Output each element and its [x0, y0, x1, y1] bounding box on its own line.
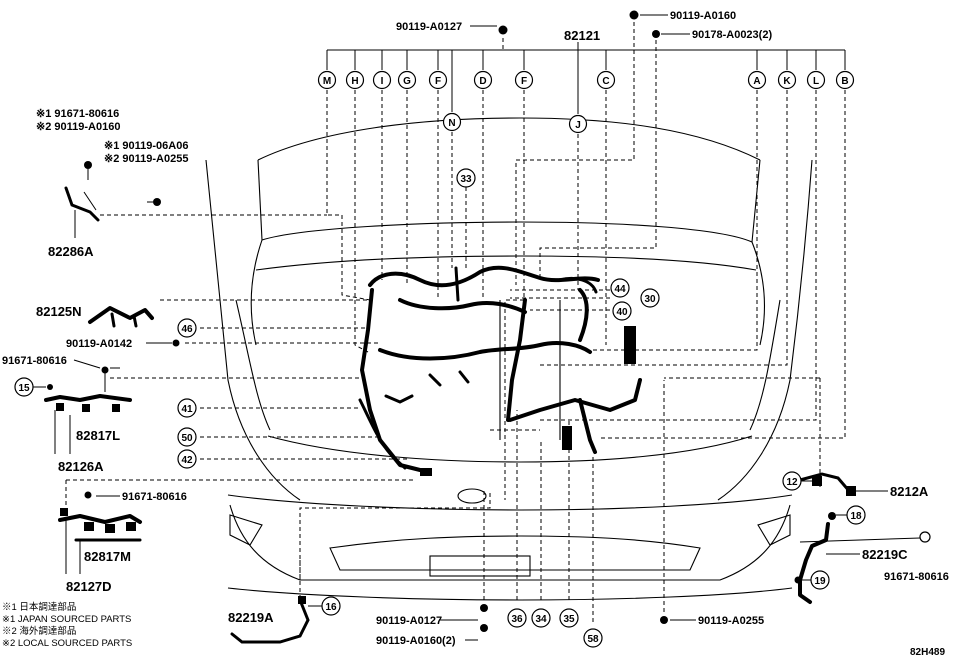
- part-label-91671-80616-a: 91671-80616: [2, 355, 67, 367]
- part-label-82125N: 82125N: [36, 304, 82, 319]
- callout-46: 46: [181, 324, 193, 335]
- callout-35: 35: [563, 614, 575, 625]
- dashed-leaders: [65, 22, 846, 622]
- part-label-90119-A0142: 90119-A0142: [66, 338, 132, 350]
- part-82286A-bracket: [64, 161, 161, 238]
- letter-M: M: [323, 76, 331, 87]
- letter-J: J: [575, 120, 581, 131]
- bolt-icon: [660, 616, 668, 624]
- callout-18: 18: [850, 511, 862, 522]
- alt-part-b-local: ※2 90119-A0255: [104, 153, 188, 165]
- letter-H: H: [351, 76, 358, 87]
- bottom-label-90119-A0160: 90119-A0160(2): [376, 635, 456, 647]
- letter-A: A: [753, 76, 760, 87]
- part-label-82817L: 82817L: [76, 428, 120, 443]
- bolt-icon: [480, 624, 488, 632]
- letter-F-right: F: [521, 76, 527, 87]
- legend-japan-jp: ※1 日本調達部品: [2, 601, 76, 613]
- callout-34: 34: [535, 614, 547, 625]
- letter-G: G: [403, 76, 411, 87]
- bottom-label-90119-A0127: 90119-A0127: [376, 615, 442, 627]
- bolt-icon: [498, 25, 508, 35]
- legend-local-jp: ※2 海外調達部品: [2, 625, 76, 637]
- bolt-icon: [480, 604, 488, 612]
- letter-B: B: [841, 76, 848, 87]
- bottom-label-90119-A0255: 90119-A0255: [698, 615, 764, 627]
- callout-42: 42: [181, 455, 193, 466]
- callout-50: 50: [181, 433, 193, 444]
- part-82817M-harness: [58, 491, 142, 574]
- callout-44: 44: [614, 284, 626, 295]
- callout-16: 16: [325, 602, 337, 613]
- letter-callouts: M H I G F N D F J C A K L B: [317, 70, 855, 134]
- callout-33: 33: [460, 174, 472, 185]
- bolt-icon: [172, 339, 180, 347]
- callout-90178-A0023: 90178-A0023(2): [692, 29, 772, 41]
- part-82817L-harness: [44, 366, 132, 454]
- letter-C: C: [602, 76, 609, 87]
- letter-I: I: [381, 76, 384, 87]
- callout-58: 58: [587, 634, 599, 645]
- part-label-82126A: 82126A: [58, 459, 104, 474]
- part-82125N-harness: [88, 306, 154, 328]
- part-label-82817M: 82817M: [84, 549, 131, 564]
- top-callout-lines: [326, 42, 846, 114]
- callout-19: 19: [814, 576, 826, 587]
- label-leaders: [96, 14, 696, 641]
- engine-harness-82121: [358, 265, 642, 476]
- legend-japan-en: ※1 JAPAN SOURCED PARTS: [2, 614, 131, 625]
- part-label-91671-80616-c: 91671-80616: [884, 571, 949, 583]
- callout-41: 41: [181, 404, 193, 415]
- part-label-8212A: 8212A: [890, 484, 929, 499]
- callout-36: 36: [511, 614, 523, 625]
- letter-L: L: [813, 76, 819, 87]
- alt-part-b-japan: ※1 90119-06A06: [104, 140, 188, 152]
- letter-K: K: [783, 76, 791, 87]
- letter-N: N: [448, 118, 455, 129]
- letter-D: D: [479, 76, 486, 87]
- part-label-91671-80616-b: 91671-80616: [122, 491, 187, 503]
- diagram-code: 82H489: [910, 647, 945, 658]
- clip-icon: [652, 30, 660, 38]
- number-callouts: 33 44 30 40 46 15 41 50 42 12 18 19 16 3…: [14, 168, 866, 648]
- alt-part-a-local: ※2 90119-A0160: [36, 121, 120, 133]
- part-label-82219C: 82219C: [862, 547, 908, 562]
- callout-40: 40: [616, 307, 628, 318]
- part-label-82127D: 82127D: [66, 579, 112, 594]
- part-82219A-harness: [230, 596, 322, 644]
- legend-local-en: ※2 LOCAL SOURCED PARTS: [2, 638, 132, 649]
- sourcing-legend: ※1 日本調達部品 ※1 JAPAN SOURCED PARTS ※2 海外調達…: [2, 601, 132, 649]
- vehicle-outline: [205, 117, 813, 601]
- callout-90119-A0127-top: 90119-A0127: [396, 21, 462, 33]
- part-label-82219A: 82219A: [228, 610, 274, 625]
- callout-12: 12: [786, 477, 798, 488]
- part-label-82286A: 82286A: [48, 244, 94, 259]
- callout-30: 30: [644, 294, 656, 305]
- part-8212A-82219C-harness: [794, 472, 931, 604]
- callout-90119-A0160-top: 90119-A0160: [670, 10, 736, 22]
- alt-part-a-japan: ※1 91671-80616: [36, 108, 119, 120]
- letter-F-left: F: [435, 76, 441, 87]
- callout-15: 15: [18, 383, 30, 394]
- bolt-icon: [629, 10, 639, 20]
- main-part-number: 82121: [564, 28, 600, 43]
